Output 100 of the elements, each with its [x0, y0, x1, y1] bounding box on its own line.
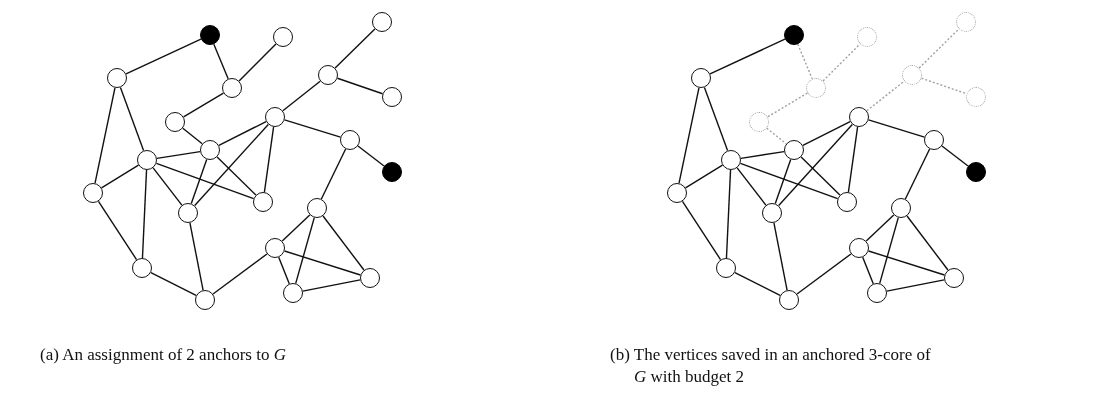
graph-edge	[725, 169, 732, 259]
graph-vertex	[283, 283, 303, 303]
anchor-vertex	[200, 25, 220, 45]
removed-vertex	[806, 78, 826, 98]
graph-vertex	[762, 203, 782, 223]
graph-edge	[182, 127, 203, 145]
graph-edge	[739, 162, 839, 200]
graph-edge	[216, 156, 257, 196]
graph-edge	[865, 214, 895, 242]
graph-edge	[97, 200, 138, 261]
graph-edge	[281, 214, 311, 242]
graph-edge	[862, 256, 874, 285]
graph-vertex	[200, 140, 220, 160]
graph-vertex	[253, 192, 273, 212]
graph-vertex	[716, 258, 736, 278]
removed-vertex	[902, 65, 922, 85]
graph-vertex	[195, 290, 215, 310]
removed-edge	[920, 77, 968, 95]
anchor-vertex	[382, 162, 402, 182]
graph-vertex	[382, 87, 402, 107]
graph-edge	[867, 119, 926, 138]
graph-edge	[152, 167, 183, 206]
graph-edge	[320, 148, 347, 200]
graph-vertex	[667, 183, 687, 203]
graph-edge	[218, 120, 267, 147]
graph-edge	[736, 167, 767, 206]
graph-vertex	[165, 112, 185, 132]
graph-vertex	[265, 107, 285, 127]
subfigure-caption: (b) The vertices saved in an anchored 3-core of G with budget 2	[610, 344, 932, 388]
subfigure-caption: (a) An assignment of 2 anchors to G	[40, 344, 287, 366]
graph-edge	[213, 43, 229, 80]
removed-vertex	[749, 112, 769, 132]
removed-edge	[766, 92, 809, 118]
graph-edge	[879, 216, 899, 285]
graph-vertex	[849, 107, 869, 127]
graph-vertex	[132, 258, 152, 278]
graph-edge	[681, 200, 722, 261]
graph-edge	[800, 156, 841, 196]
graph-vertex	[273, 27, 293, 47]
removed-edge	[822, 43, 861, 82]
graph-edge	[295, 216, 315, 285]
removed-edge	[918, 28, 960, 69]
graph-edge	[150, 271, 197, 297]
graph-edge	[282, 80, 321, 112]
graph-edge	[119, 86, 145, 152]
graph-vertex	[944, 268, 964, 288]
graph-vertex	[360, 268, 380, 288]
graph-vertex	[307, 198, 327, 218]
graph-vertex	[891, 198, 911, 218]
graph-vertex	[784, 140, 804, 160]
removed-edge	[866, 80, 905, 112]
graph-edge	[212, 253, 268, 295]
graph-vertex	[222, 78, 242, 98]
graph-edge	[796, 253, 852, 295]
graph-edge	[283, 119, 342, 138]
graph-edge	[322, 215, 365, 271]
graph-vertex	[83, 183, 103, 203]
graph-edge	[778, 123, 853, 207]
graph-vertex	[691, 68, 711, 88]
graph-edge	[709, 38, 786, 75]
graph-edge	[94, 87, 116, 184]
graph-vertex	[107, 68, 127, 88]
graph-edge	[886, 279, 945, 292]
graph-edge	[774, 158, 792, 205]
graph-edge	[847, 126, 859, 193]
removed-vertex	[966, 87, 986, 107]
removed-vertex	[857, 27, 877, 47]
graph-edge	[734, 271, 781, 297]
graph-edge	[100, 164, 140, 189]
graph-vertex	[318, 65, 338, 85]
graph-edge	[283, 250, 362, 276]
graph-edge	[906, 215, 949, 271]
graph-edge	[238, 43, 277, 82]
graph-edge	[189, 222, 204, 291]
graph-vertex	[837, 192, 857, 212]
graph-vertex	[924, 130, 944, 150]
anchor-vertex	[784, 25, 804, 45]
graph-vertex	[340, 130, 360, 150]
graph-vertex	[178, 203, 198, 223]
graph-edge	[867, 250, 946, 276]
graph-edge	[334, 28, 376, 69]
graph-edge	[155, 162, 255, 200]
graph-vertex	[849, 238, 869, 258]
graph-edge	[125, 38, 202, 75]
removed-vertex	[956, 12, 976, 32]
graph-vertex	[265, 238, 285, 258]
graph-edge	[684, 164, 724, 189]
graph-edge	[336, 77, 384, 95]
graph-edge	[678, 87, 700, 184]
graph-edge	[278, 256, 290, 285]
graph-edge	[194, 123, 269, 207]
graph-edge	[141, 169, 148, 259]
graph-edge	[263, 126, 275, 193]
removed-edge	[766, 127, 787, 145]
graph-edge	[802, 120, 851, 147]
graph-edge	[773, 222, 788, 291]
graph-edge	[703, 86, 729, 152]
graph-edge	[156, 150, 201, 160]
graph-edge	[357, 145, 385, 167]
graph-edge	[302, 279, 361, 292]
